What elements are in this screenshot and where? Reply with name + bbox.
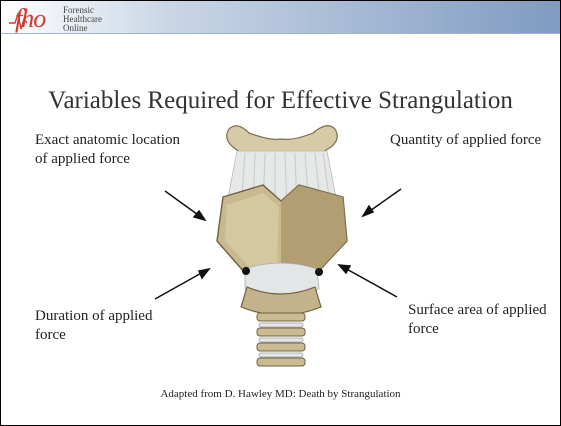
arrow-bottom-left: [155, 271, 205, 299]
label-quantity-of-force: Quantity of applied force: [390, 131, 550, 150]
arrow-top-left: [165, 191, 201, 217]
landmark-right: [315, 268, 323, 276]
label-anatomic-location: Exact anatomic location of applied force: [35, 131, 185, 169]
source-caption: Adapted from D. Hawley MD: Death by Stra…: [1, 388, 560, 400]
slide-title: Variables Required for Effective Strangu…: [1, 87, 560, 115]
arrow-bottom-right: [343, 267, 397, 297]
label-surface-area: Surface area of applied force: [408, 301, 548, 339]
landmark-left: [242, 267, 250, 275]
label-duration-of-force: Duration of applied force: [35, 307, 165, 345]
logo-pulse-icon: [9, 14, 27, 29]
trachea: [257, 313, 305, 366]
